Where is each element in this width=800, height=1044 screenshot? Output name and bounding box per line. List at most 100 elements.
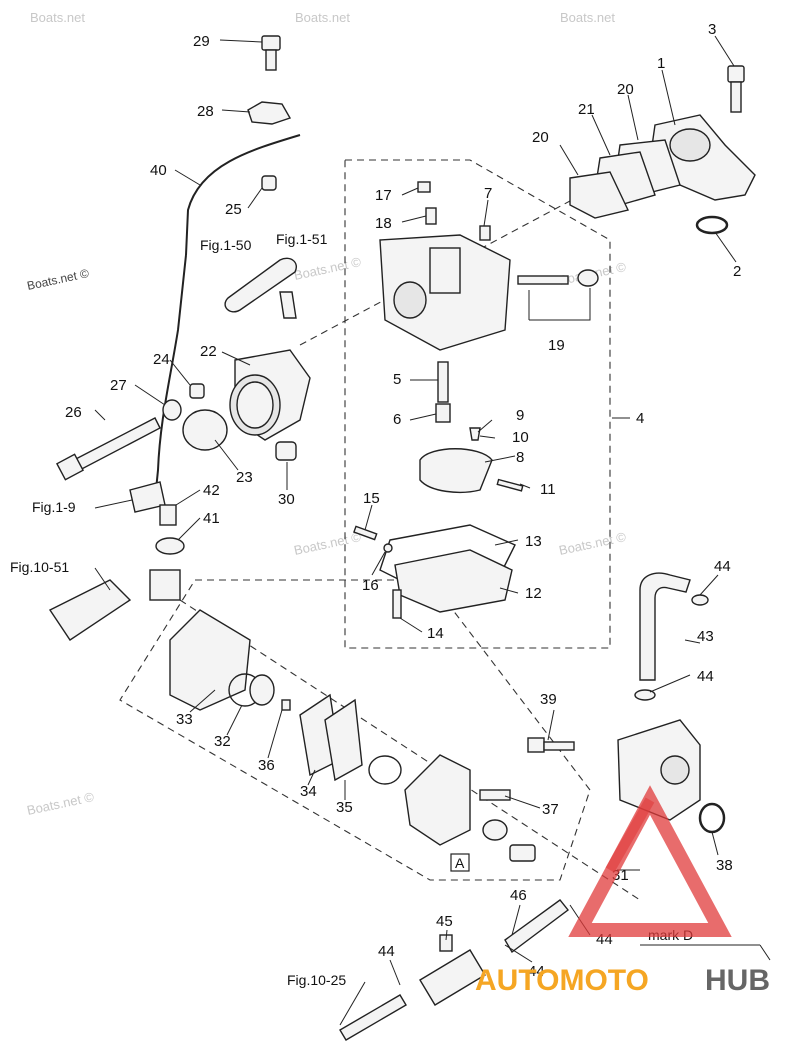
- callout-46: 46: [510, 887, 527, 904]
- gasket-20-lower: [569, 171, 630, 219]
- watermark: Boats.net ©: [558, 529, 628, 558]
- bushing-30: [275, 441, 297, 461]
- watermark: Boats.net ©: [293, 529, 363, 558]
- bolt-26: [55, 417, 161, 481]
- callout-44: 44: [378, 943, 395, 960]
- collar-24: [189, 383, 205, 399]
- callout-30: 30: [278, 491, 295, 508]
- callout-42: 42: [203, 482, 220, 499]
- carburetor-body: [379, 234, 511, 351]
- callout-25: 25: [225, 201, 242, 218]
- callout-13: 13: [525, 533, 542, 550]
- needle-jet-5: [437, 361, 449, 403]
- diaphragm-35: [324, 698, 363, 782]
- hose-fig10-25: [339, 994, 407, 1041]
- callout-19: 19: [548, 337, 565, 354]
- callout-44: 44: [714, 558, 731, 575]
- callout-20: 20: [532, 129, 549, 146]
- cable-40-lower: [154, 254, 187, 501]
- callout-45: 45: [436, 913, 453, 930]
- watermark: Boats.net: [30, 10, 85, 25]
- spring: [482, 819, 508, 841]
- screw-14: [392, 589, 402, 619]
- screw-37: [479, 789, 511, 801]
- callout-23: 23: [236, 469, 253, 486]
- needle-valve-10: [469, 427, 481, 441]
- pilot-screw-19: [517, 269, 599, 287]
- callout-18: 18: [375, 215, 392, 232]
- bolt-42: [159, 504, 177, 526]
- callout-36: 36: [258, 757, 275, 774]
- pump-cover: [404, 754, 471, 846]
- callout-14: 14: [427, 625, 444, 642]
- screw-7: [479, 225, 491, 241]
- callout-1: 1: [657, 55, 665, 72]
- gasket-16: [383, 543, 393, 553]
- callout-27: 27: [110, 377, 127, 394]
- plate-28: [247, 101, 292, 125]
- callout-28: 28: [197, 103, 214, 120]
- clip-44: [691, 594, 709, 606]
- bolt-39: [527, 737, 575, 753]
- screw-17: [417, 181, 431, 193]
- clip-44: [634, 689, 656, 701]
- float-8: [419, 448, 493, 493]
- ref-fig1-9: Fig.1-9: [32, 499, 76, 515]
- callout-4: 4: [636, 410, 644, 427]
- callout-3: 3: [708, 21, 716, 38]
- watermark: Boats.net ©: [293, 254, 363, 283]
- callout-37: 37: [542, 801, 559, 818]
- watermark: Boats.net ©: [26, 789, 96, 818]
- callout-44: 44: [528, 963, 545, 980]
- spacer-25: [261, 175, 277, 191]
- callout-8: 8: [516, 449, 524, 466]
- callout-9: 9: [516, 407, 524, 424]
- logo-text: HUB: [705, 964, 770, 997]
- callout-17: 17: [375, 187, 392, 204]
- drain-screw-15: [353, 525, 378, 541]
- float-bowl-12: [394, 549, 513, 613]
- callout-44: 44: [697, 668, 714, 685]
- callout-16: 16: [362, 577, 379, 594]
- callout-34: 34: [300, 783, 317, 800]
- callout-39: 39: [540, 691, 557, 708]
- box-a: [450, 853, 470, 872]
- bolt-3: [727, 65, 745, 113]
- callout-numbers: 29 28 40 25 1 20 21 20 3 2 17 18 7 19 5 …: [65, 21, 741, 980]
- ref-fig1-50: Fig.1-50: [200, 237, 252, 253]
- hose-fig1-51: [279, 291, 297, 319]
- ref-fig1-51: Fig.1-51: [276, 231, 328, 247]
- callout-21: 21: [578, 101, 595, 118]
- valve: [509, 844, 536, 862]
- callout-15: 15: [363, 490, 380, 507]
- o-ring-38: [698, 802, 726, 834]
- leader-lines: [94, 35, 737, 1026]
- watermark: Boats.net: [295, 10, 350, 25]
- callout-11: 11: [540, 481, 556, 498]
- fitting-fig10-51: [48, 579, 132, 641]
- callout-32: 32: [214, 733, 231, 750]
- screw-36: [281, 699, 291, 711]
- plate-32: [249, 674, 275, 706]
- callout-12: 12: [525, 585, 542, 602]
- ref-fig10-51: Fig.10-51: [10, 559, 69, 575]
- callout-2: 2: [733, 263, 741, 280]
- cable-40: [185, 134, 301, 256]
- callout-24: 24: [153, 351, 170, 368]
- callout-33: 33: [176, 711, 193, 728]
- o-ring-2: [695, 215, 729, 235]
- logo-text: AUTOMOTO: [475, 964, 649, 997]
- callout-5: 5: [393, 371, 401, 388]
- callout-20: 20: [617, 81, 634, 98]
- callout-10: 10: [512, 429, 529, 446]
- watermark: Boats.net ©: [26, 266, 91, 293]
- bolt-29: [261, 35, 281, 71]
- callout-43: 43: [697, 628, 714, 645]
- intake-silencer-22: [229, 349, 311, 441]
- callout-22: 22: [200, 343, 217, 360]
- fuel-pump-31: [617, 719, 701, 821]
- reference-labels: Fig.1-50 Fig.1-51 Fig.1-9 Fig.10-51 Fig.…: [10, 231, 771, 988]
- callout-26: 26: [65, 404, 82, 421]
- spring-18: [425, 207, 437, 225]
